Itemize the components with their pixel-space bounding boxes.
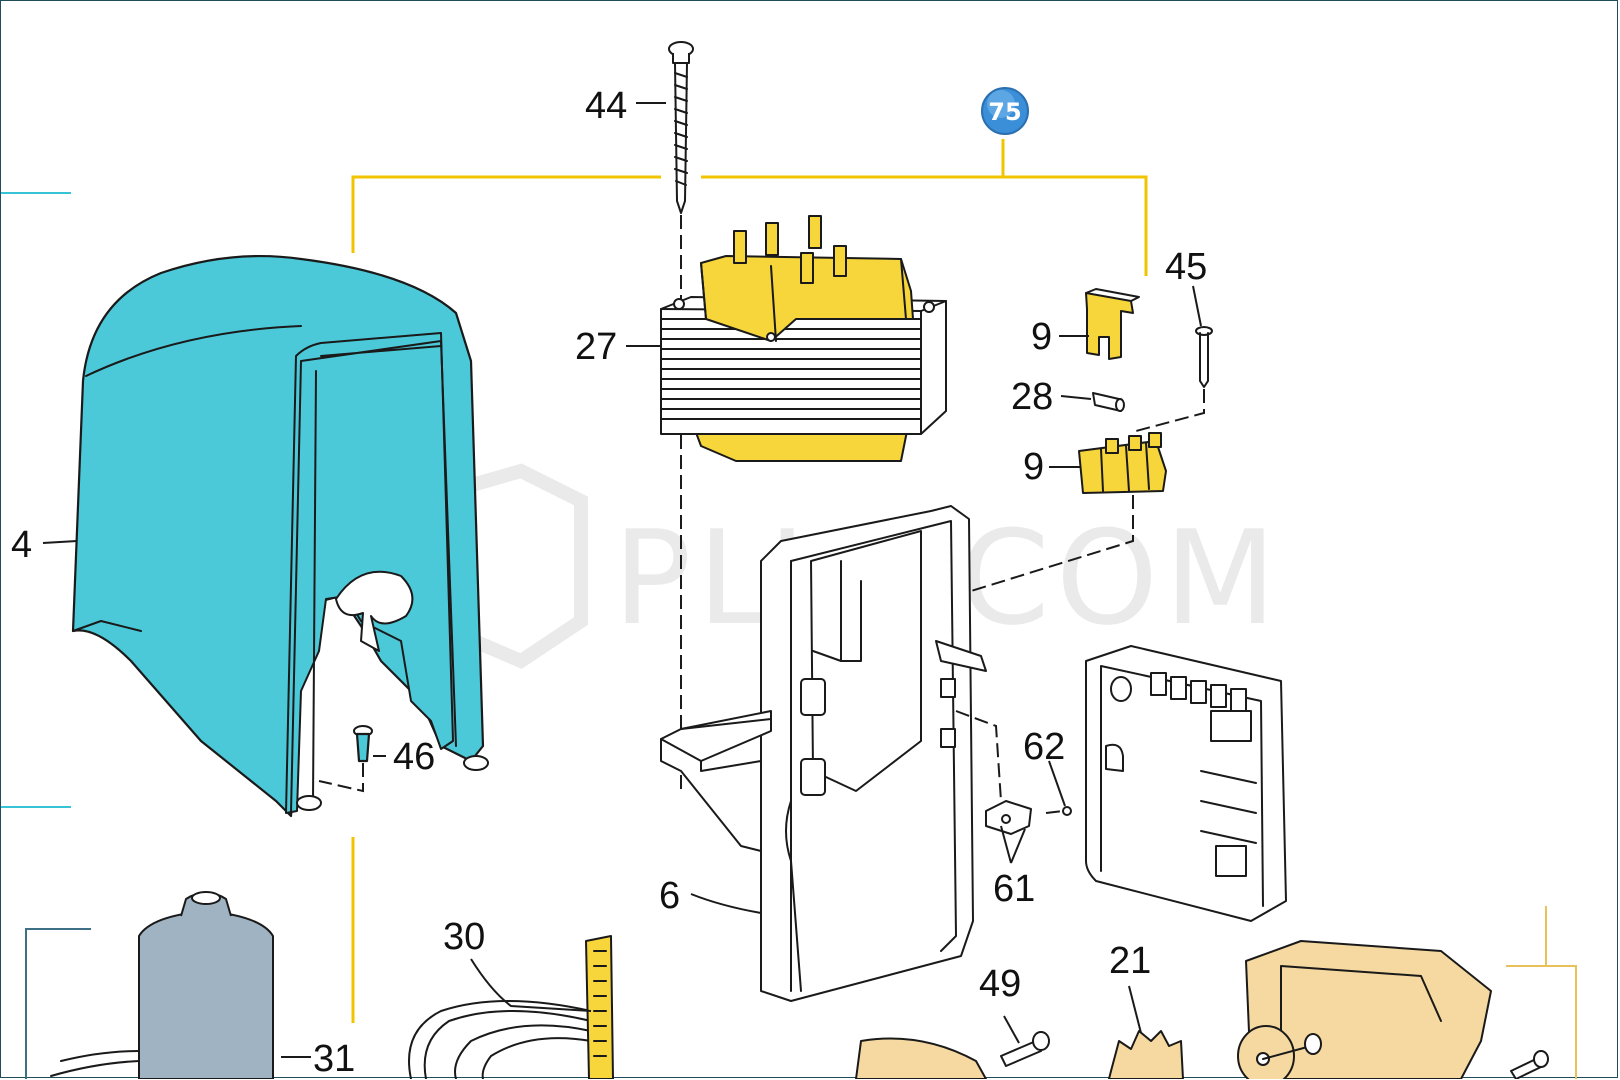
label-45: 45 bbox=[1165, 246, 1207, 288]
part-46-screw[interactable] bbox=[318, 725, 373, 793]
label-44: 44 bbox=[585, 85, 627, 127]
part-30-wiring[interactable] bbox=[408, 935, 614, 1079]
label-21: 21 bbox=[1109, 940, 1151, 982]
bottom-right-screw[interactable] bbox=[1510, 1050, 1549, 1079]
control-board-box[interactable] bbox=[1085, 645, 1287, 922]
label-9-clip: 9 bbox=[1031, 316, 1052, 358]
label-30: 30 bbox=[443, 916, 485, 958]
part-9-clip[interactable] bbox=[1085, 288, 1140, 360]
label-9-terminal: 9 bbox=[1023, 446, 1044, 488]
part-61-clamp[interactable] bbox=[985, 800, 1032, 835]
transformer-terminals bbox=[733, 215, 847, 284]
gearbox-housing[interactable] bbox=[1237, 940, 1492, 1079]
part-62-screw[interactable] bbox=[1045, 806, 1072, 816]
badge-number: 75 bbox=[988, 98, 1021, 126]
label-4: 4 bbox=[11, 524, 32, 566]
left-tan-part bbox=[855, 1037, 987, 1079]
part-labels: 44 27 4 9 45 28 9 46 62 6 61 30 49 21 31 bbox=[11, 85, 1207, 1079]
label-27: 27 bbox=[575, 326, 617, 368]
label-28: 28 bbox=[1011, 376, 1053, 418]
label-61: 61 bbox=[993, 868, 1035, 910]
group-bracket-75 bbox=[351, 139, 1148, 1023]
part-27-transformer[interactable] bbox=[660, 215, 947, 462]
leader-lines bbox=[42, 102, 1202, 1058]
part-44-screw[interactable] bbox=[668, 41, 694, 791]
side-guides bbox=[1, 192, 1577, 1079]
part-6-frame[interactable] bbox=[660, 505, 1002, 1002]
part-45-screw[interactable] bbox=[1135, 326, 1213, 441]
part-28-fuse[interactable] bbox=[1092, 392, 1125, 412]
part-49-screw[interactable] bbox=[1000, 1031, 1050, 1067]
part-4-cover[interactable] bbox=[71, 255, 489, 818]
label-31: 31 bbox=[313, 1038, 355, 1079]
label-46: 46 bbox=[393, 736, 435, 778]
part-9-terminal-block[interactable] bbox=[970, 432, 1167, 592]
label-49: 49 bbox=[979, 963, 1021, 1005]
part-21-gear[interactable] bbox=[1108, 1030, 1184, 1079]
part-31-motor[interactable] bbox=[50, 891, 274, 1079]
assembly-badge[interactable]: 75 bbox=[981, 87, 1029, 135]
label-6: 6 bbox=[659, 875, 680, 917]
label-62: 62 bbox=[1023, 726, 1065, 768]
